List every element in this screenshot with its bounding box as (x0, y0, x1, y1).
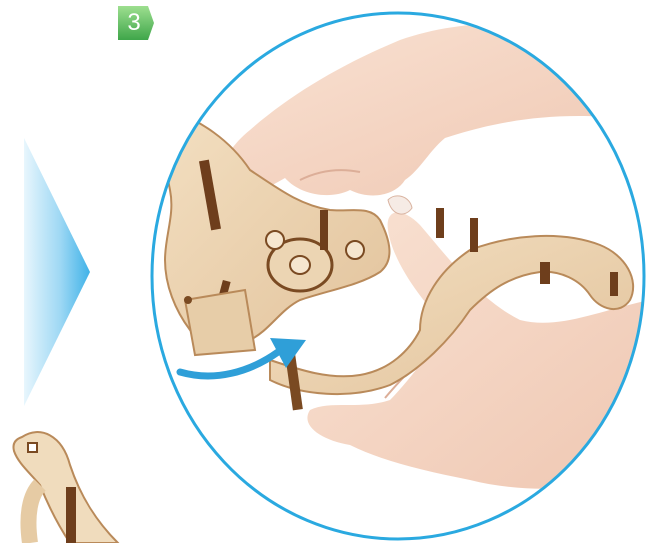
wooden-part-preview (0, 425, 140, 543)
